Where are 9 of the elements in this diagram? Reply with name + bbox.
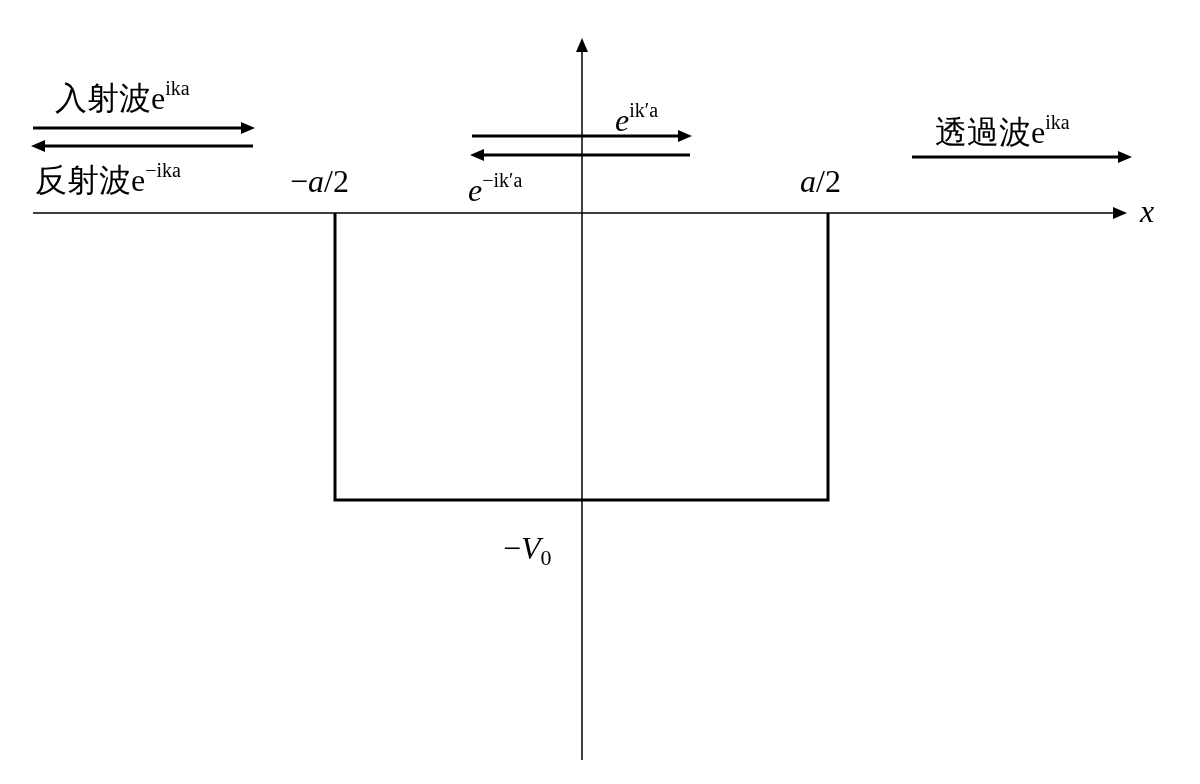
wave-label: e$^{ik′a}$ bbox=[615, 100, 658, 136]
wave-label: 反射波e$^{−ika}$ bbox=[35, 160, 181, 196]
tick-label: −a/2 bbox=[290, 165, 349, 197]
wave-label: e$^{−ik′a}$ bbox=[468, 170, 523, 206]
tick-label: a/2 bbox=[800, 165, 841, 197]
tick-label: −V$_{0}$ bbox=[503, 532, 552, 569]
axis-label: x bbox=[1140, 195, 1155, 227]
wave-label: 透過波e$^{ika}$ bbox=[935, 112, 1070, 148]
wave-label: 入射波e$^{ika}$ bbox=[55, 78, 190, 114]
